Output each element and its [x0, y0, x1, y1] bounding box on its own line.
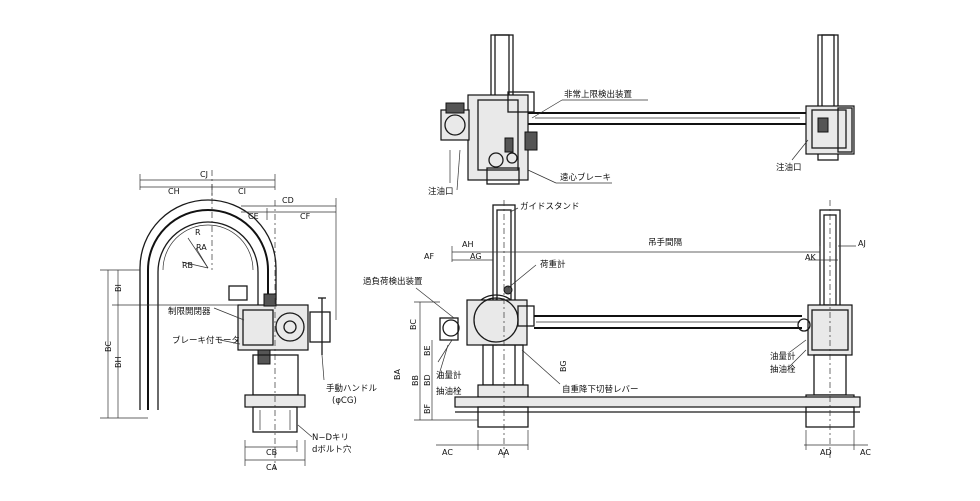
label-auto-lower-lever: 自重降下切替レバー [562, 384, 639, 395]
label-limit-switch: 制限開閉器 [168, 306, 211, 317]
dim-bb: BB [411, 375, 420, 386]
dim-bc: BC [104, 341, 113, 352]
label-handle-dia: (φCG) [332, 396, 357, 406]
dim-be: BE [423, 345, 432, 356]
label-manual-handle: 手動ハンドル [326, 383, 378, 394]
dim-ce: CE [248, 212, 259, 221]
dim-bc-front: BC [409, 319, 418, 330]
dim-ci: CI [238, 187, 246, 196]
label-oil-inlet-top-right: 注油口 [776, 162, 802, 173]
top-view [440, 34, 855, 191]
label-centrifugal-brake: 遠心ブレーキ [560, 172, 611, 183]
dim-bh: BH [114, 356, 123, 368]
dim-ra: RA [196, 243, 207, 252]
label-guide-stand: ガイドスタンド [520, 201, 580, 212]
label-oil-gauge-right: 油量計 [770, 351, 796, 362]
side-cable-arc [147, 209, 269, 410]
label-bolt-note-2: dボルト穴 [312, 444, 352, 455]
dim-bi: BI [114, 284, 123, 292]
label-overload-detector: 過負荷検出装置 [363, 276, 423, 287]
dim-ac-left: AC [442, 448, 453, 457]
dim-ca: CA [266, 463, 278, 472]
label-emergency-upper-limit: 非常上限検出装置 [564, 89, 633, 100]
dim-bf: BF [423, 404, 432, 414]
label-bolt-note-1: N−Dキリ [312, 433, 349, 443]
dim-cd: CD [282, 196, 294, 205]
dim-r: R [195, 228, 201, 237]
dim-cj: CJ [200, 170, 208, 179]
dim-cf: CF [300, 212, 311, 221]
dim-ak: AK [805, 253, 816, 262]
dim-ba: BA [393, 369, 402, 380]
dim-ac-right: AC [860, 448, 871, 457]
dim-aa: AA [498, 448, 510, 457]
side-view [100, 170, 337, 470]
dim-ah: AH [462, 240, 474, 249]
dim-ag: AG [470, 252, 482, 261]
dim-cb: CB [266, 448, 277, 457]
label-brake-motor: ブレーキ付モータ [172, 335, 240, 346]
dim-ch: CH [168, 187, 180, 196]
label-oil-inlet-top-left: 注油口 [428, 186, 454, 197]
annotations: 非常上限検出装置 遠心ブレーキ 注油口 注油口 ガイドスタンド 吊手間隔 過負荷… [104, 89, 871, 472]
dim-af: AF [424, 252, 434, 261]
front-view [414, 200, 868, 460]
label-oil-drain-mid: 抽油栓 [436, 386, 462, 397]
dim-aj: AJ [858, 239, 866, 248]
dim-rb: RB [182, 261, 193, 270]
front-base-beam [454, 396, 861, 408]
label-load-meter: 荷重計 [540, 259, 566, 270]
label-oil-drain-right: 抽油栓 [770, 364, 796, 375]
label-lifting-stroke: 吊手間隔 [648, 237, 683, 248]
label-oil-gauge-mid: 油量計 [436, 370, 462, 381]
dim-bd: BD [423, 374, 432, 386]
dim-bg: BG [559, 360, 568, 372]
dim-ad: AD [820, 448, 832, 457]
